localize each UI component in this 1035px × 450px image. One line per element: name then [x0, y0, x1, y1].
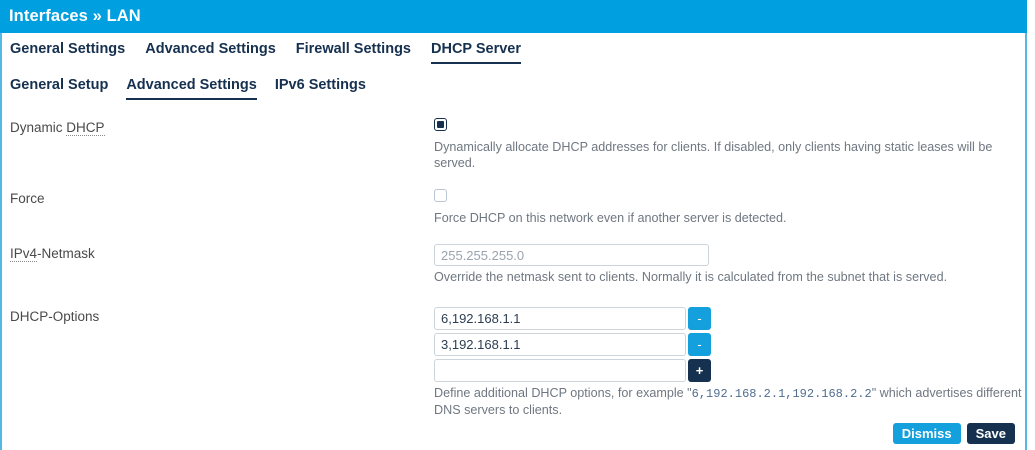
- label-ipv4-netmask: IPv4-Netmask: [10, 244, 434, 262]
- field-row-force: Force Force DHCP on this network even if…: [2, 189, 1025, 226]
- tab-firewall-settings[interactable]: Firewall Settings: [295, 41, 411, 57]
- dhcp-option-input-2[interactable]: [434, 333, 686, 356]
- tab-general-settings[interactable]: General Settings: [10, 41, 126, 57]
- desc-dhcp-options: Define additional DHCP options, for exam…: [434, 385, 1025, 418]
- label-netmask-suffix: -Netmask: [37, 246, 95, 261]
- desc-dynamic-dhcp: Dynamically allocate DHCP addresses for …: [434, 140, 993, 170]
- remove-dhcp-option-button-1[interactable]: -: [688, 307, 711, 330]
- control-ipv4-netmask: Override the netmask sent to clients. No…: [434, 244, 1025, 285]
- field-row-ipv4-netmask: IPv4-Netmask Override the netmask sent t…: [2, 244, 1025, 285]
- dhcp-option-row: -: [434, 333, 1025, 356]
- remove-dhcp-option-button-2[interactable]: -: [688, 333, 711, 356]
- dhcp-option-row: -: [434, 307, 1025, 330]
- window-titlebar: Interfaces » LAN: [0, 0, 1027, 33]
- sub-tab-bar: General Setup Advanced Settings IPv6 Set…: [2, 76, 1025, 100]
- label-force: Force: [10, 191, 45, 206]
- tab-dhcp-server[interactable]: DHCP Server: [431, 40, 522, 64]
- dhcp-options-list: - - +: [434, 307, 1025, 382]
- page-title: Interfaces » LAN: [9, 7, 141, 25]
- ipv4-netmask-input[interactable]: [434, 244, 709, 266]
- add-dhcp-option-button[interactable]: +: [688, 359, 711, 382]
- label-dynamic-dhcp-abbr: DHCP: [66, 120, 105, 136]
- main-tab-bar: General Settings Advanced Settings Firew…: [2, 40, 1025, 64]
- desc-force: Force DHCP on this network even if anoth…: [434, 211, 787, 225]
- label-dynamic-dhcp: Dynamic DHCP: [10, 118, 434, 136]
- force-checkbox[interactable]: [434, 189, 447, 202]
- content-panel: General Settings Advanced Settings Firew…: [0, 33, 1027, 450]
- desc-dhcp-options-after: " which advertises different DNS servers…: [434, 386, 1022, 417]
- tab-advanced-settings[interactable]: Advanced Settings: [145, 41, 276, 57]
- control-force: Force DHCP on this network even if anoth…: [434, 189, 1025, 226]
- settings-form: Dynamic DHCP Dynamically allocate DHCP a…: [2, 118, 1025, 418]
- control-dynamic-dhcp: Dynamically allocate DHCP addresses for …: [434, 118, 1025, 171]
- dhcp-option-input-1[interactable]: [434, 307, 686, 330]
- form-actions: Dismiss Save: [887, 423, 1015, 444]
- field-row-dhcp-options: DHCP-Options - - +: [2, 307, 1025, 418]
- subtab-advanced-settings[interactable]: Advanced Settings: [126, 76, 257, 100]
- dynamic-dhcp-checkbox[interactable]: [434, 118, 447, 131]
- label-dhcp-options: DHCP-Options: [10, 309, 100, 324]
- label-dynamic-dhcp-prefix: Dynamic: [10, 120, 67, 135]
- save-button[interactable]: Save: [966, 423, 1015, 444]
- dismiss-button[interactable]: Dismiss: [892, 423, 961, 444]
- subtab-ipv6-settings[interactable]: IPv6 Settings: [274, 77, 366, 93]
- desc-dhcp-options-example: 6,192.168.2.1,192.168.2.2: [691, 387, 872, 401]
- desc-ipv4-netmask: Override the netmask sent to clients. No…: [434, 270, 948, 284]
- subtab-general-setup[interactable]: General Setup: [10, 77, 109, 93]
- field-row-dynamic-dhcp: Dynamic DHCP Dynamically allocate DHCP a…: [2, 118, 1025, 171]
- dhcp-option-new-input[interactable]: [434, 359, 686, 382]
- desc-dhcp-options-before: Define additional DHCP options, for exam…: [434, 386, 692, 400]
- control-dhcp-options: - - + Define additional DHCP options, fo…: [434, 307, 1025, 418]
- label-ipv4-abbr: IPv4: [10, 246, 38, 262]
- dhcp-option-new-row: +: [434, 359, 1025, 382]
